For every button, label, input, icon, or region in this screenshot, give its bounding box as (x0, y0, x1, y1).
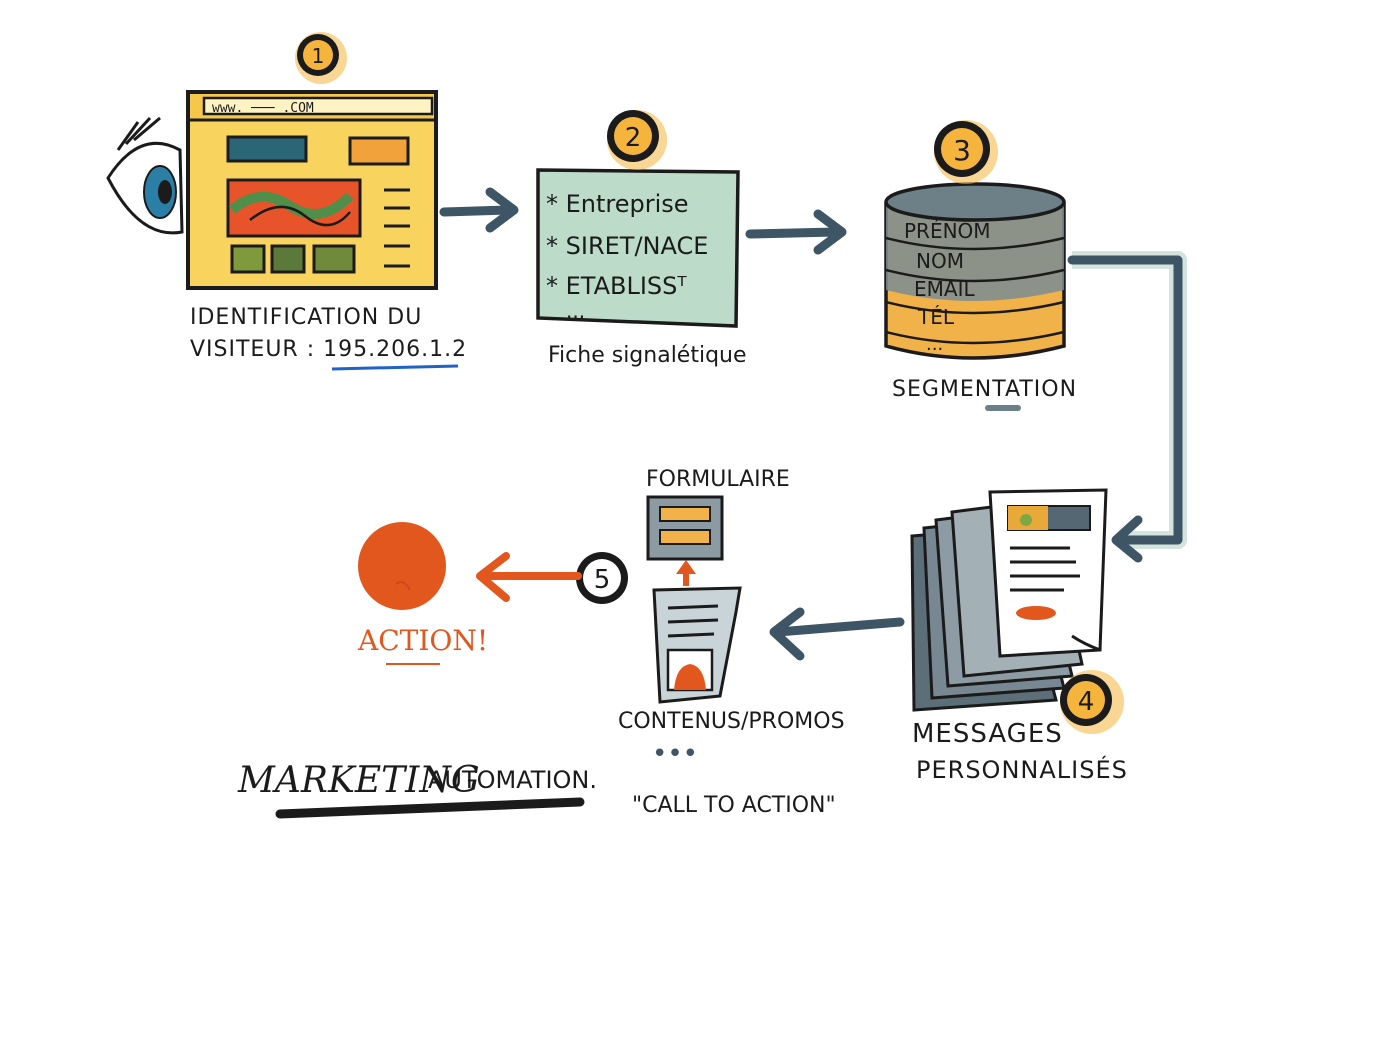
step-badge-2: 2 (607, 110, 667, 170)
arrow-4-to-content (769, 607, 905, 661)
arrow-3-to-4 (1067, 251, 1187, 563)
content-ellipsis: ••• (652, 739, 698, 769)
step-4-label-line2: PERSONNALISÉS (916, 755, 1128, 784)
db-field-2: NOM (916, 249, 964, 273)
fiche-item-4: ... (566, 299, 585, 323)
action-label: ACTION! (357, 624, 488, 657)
browser-url: www. ─── .COM (212, 101, 314, 116)
fiche-item-1: * Entreprise (546, 190, 689, 218)
title-part-2: AUTOMATION. (428, 766, 597, 794)
title-part-1: MARKETING (237, 760, 480, 801)
browser-window-icon: www. ─── .COM (186, 90, 438, 290)
step-1-label-line1: IDENTIFICATION DU (190, 305, 422, 330)
document-icon (652, 586, 742, 704)
database-icon: PRÉNOM NOM EMAIL TÉL ... (884, 182, 1066, 360)
step-3-label: SEGMENTATION (892, 377, 1077, 402)
step-badge-3: 3 (934, 120, 998, 184)
arrow-1-to-2 (439, 187, 519, 233)
action-circle-icon (358, 522, 446, 610)
document-stack-icon (910, 488, 1108, 712)
step-badge-5: 5 (576, 552, 628, 604)
step-number-2: 2 (625, 123, 642, 153)
step-badge-1: 1 (295, 32, 347, 84)
step-number-3: 3 (953, 134, 971, 167)
form-label: FORMULAIRE (646, 467, 790, 492)
db-field-1: PRÉNOM (904, 219, 991, 243)
eye-icon (106, 116, 184, 235)
content-label: CONTENUS/PROMOS (618, 709, 845, 734)
db-field-4: TÉL (917, 305, 955, 329)
step-number-4: 4 (1078, 687, 1095, 717)
fiche-item-3: * ETABLISSᵀ (546, 272, 687, 300)
ip-underline (331, 364, 459, 371)
db-field-3: EMAIL (914, 277, 975, 301)
step-badge-4: 4 (1060, 670, 1124, 734)
step-number-1: 1 (312, 44, 325, 68)
step-1-label-line2: VISITEUR : 195.206.1.2 (190, 337, 467, 362)
step-number-5: 5 (594, 565, 611, 595)
fiche-sheet: * Entreprise * SIRET/NACE * ETABLISSᵀ ..… (536, 168, 740, 328)
form-up-arrow (676, 560, 696, 586)
db-field-5: ... (926, 334, 943, 355)
fiche-item-2: * SIRET/NACE (546, 232, 708, 260)
title-underline (275, 797, 585, 819)
step-4-label-line1: MESSAGES (912, 719, 1063, 749)
form-icon (646, 495, 724, 561)
arrow-2-to-3 (745, 209, 847, 255)
step-2-label: Fiche signalétique (548, 343, 747, 368)
cta-label: "CALL TO ACTION" (632, 793, 836, 818)
arrow-5-to-action (476, 552, 582, 602)
